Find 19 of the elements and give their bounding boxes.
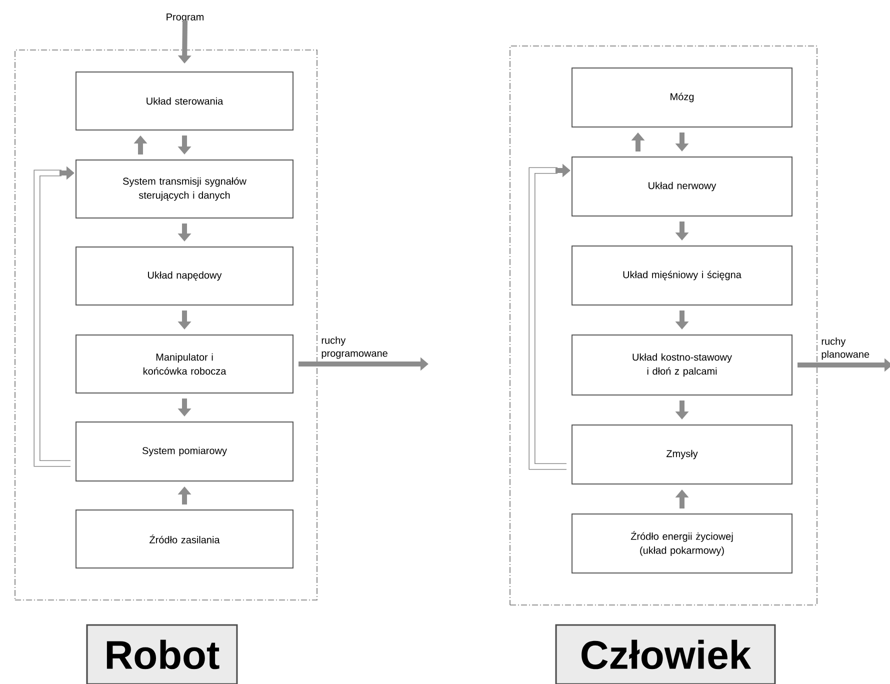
process-box: Źródło energii życiowej (układ pokarmowy) xyxy=(572,514,792,574)
process-box: Układ napędowy xyxy=(76,246,294,306)
process-box: System transmisji sygnałów sterujących i danych xyxy=(76,160,294,218)
title-box: Człowiek xyxy=(555,624,776,684)
dashed-frame xyxy=(14,50,318,600)
dashed-frame xyxy=(510,46,818,606)
process-box: Układ sterowania xyxy=(76,72,294,130)
input-label: Program xyxy=(166,14,204,22)
process-box: Mózg xyxy=(572,68,792,128)
title-box: Robot xyxy=(86,624,238,684)
process-box: Układ kostno-stawowy i dłoń z palcami xyxy=(572,334,792,396)
process-box: Układ nerwowy xyxy=(572,156,792,216)
process-box: Zmysły xyxy=(572,424,792,484)
edge-label: ruchy planowane xyxy=(822,337,870,360)
process-box: Układ mięśniowy i ścięgna xyxy=(572,246,792,306)
process-box: Źródło zasilania xyxy=(76,510,294,568)
edge-label: ruchy programowane xyxy=(322,336,388,359)
process-box: Manipulator i końcówka robocza xyxy=(76,334,294,394)
process-box: System pomiarowy xyxy=(76,422,294,482)
